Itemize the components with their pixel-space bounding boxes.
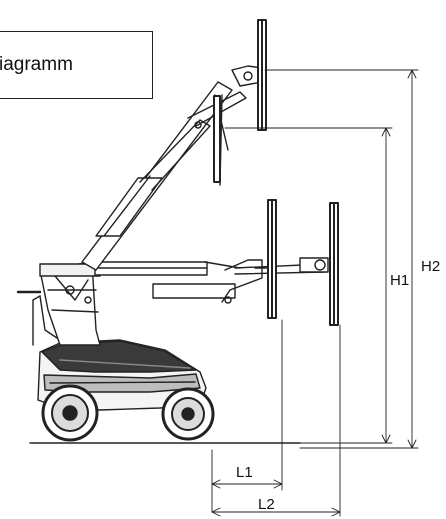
mid-vacuum-head (267, 199, 277, 319)
h2-label: H2 (421, 258, 441, 275)
lower-boom (94, 257, 329, 304)
title-text: iagramm (0, 54, 73, 75)
h1-label: H1 (390, 272, 410, 289)
title-box: iagramm (0, 31, 153, 99)
dimension-lines (211, 69, 419, 517)
l1-label: L1 (236, 464, 253, 481)
outer-vacuum-head (329, 202, 339, 326)
front-wheel (41, 384, 99, 442)
upper-vacuum-head (213, 19, 267, 183)
l2-label: L2 (258, 496, 275, 513)
rear-wheel (161, 387, 215, 441)
